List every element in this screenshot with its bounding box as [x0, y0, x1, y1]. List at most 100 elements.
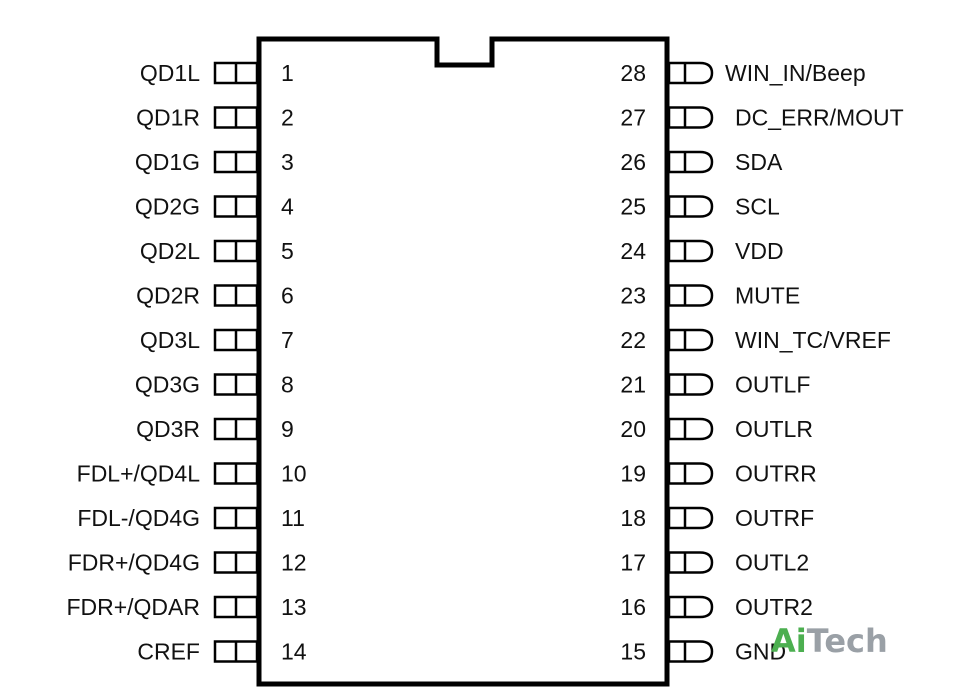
- pin-number: 5: [281, 238, 294, 264]
- pin-17: 17 OUTL2: [620, 550, 809, 576]
- pin-lead: [667, 239, 714, 263]
- pin-name: QD3R: [136, 416, 200, 442]
- ic-package: [256, 36, 670, 687]
- pin-6: 6 QD2R: [136, 283, 294, 309]
- pin-number: 7: [281, 327, 294, 353]
- pin-14: 14 CREF: [137, 639, 306, 665]
- pin-lead: [667, 328, 714, 352]
- pin-number: 12: [281, 550, 307, 576]
- pin-name: OUTLR: [735, 416, 813, 442]
- watermark-brand-ai: Ai: [771, 622, 807, 660]
- pin-number: 28: [620, 60, 646, 86]
- pin-15: 15 GND: [620, 639, 786, 665]
- pin-name: QD1L: [140, 60, 200, 86]
- pin-number: 9: [281, 416, 294, 442]
- pin-name: QD2L: [140, 238, 200, 264]
- pin-number: 4: [281, 194, 294, 220]
- pin-number: 21: [620, 372, 646, 398]
- pin-11: 11 FDL-/QD4G: [77, 505, 305, 531]
- pin-2: 2 QD1R: [136, 105, 294, 131]
- pin-lead: [667, 506, 714, 530]
- pin-9: 9 QD3R: [136, 416, 294, 442]
- pin-lead: [667, 462, 714, 485]
- pin-4: 4 QD2G: [135, 194, 294, 220]
- pin-number: 20: [620, 416, 646, 442]
- pin-name: MUTE: [735, 283, 800, 309]
- pin-name: FDR+/QDAR: [66, 594, 200, 620]
- svg-text:AiTech: AiTech: [771, 622, 888, 660]
- pin-number: 23: [620, 283, 646, 309]
- pin-1: 1 QD1L: [140, 60, 294, 86]
- pin-number: 1: [281, 60, 294, 86]
- pin-name: DC_ERR/MOUT: [735, 105, 904, 131]
- pin-3: 3 QD1G: [135, 149, 294, 175]
- ic-body-outline: [256, 36, 670, 687]
- pin-name: VDD: [735, 238, 784, 264]
- pin-number: 16: [620, 594, 646, 620]
- pin-name: FDL+/QD4L: [77, 461, 201, 487]
- pin-8: 8 QD3G: [135, 372, 294, 398]
- pin-7: 7 QD3L: [140, 327, 294, 353]
- pin-26: 26 SDA: [620, 149, 783, 175]
- pin-number: 19: [620, 461, 646, 487]
- pin-name: FDR+/QD4G: [68, 550, 200, 576]
- pin-name: WIN_IN/Beep: [725, 60, 866, 86]
- pin-number: 3: [281, 149, 294, 175]
- pin-lead: [667, 195, 714, 218]
- pin-20: 20 OUTLR: [620, 416, 813, 442]
- pin-name: CREF: [137, 639, 200, 665]
- pin-10: 10 FDL+/QD4L: [77, 461, 307, 487]
- pin-name: FDL-/QD4G: [77, 505, 200, 531]
- pin-5: 5 QD2L: [140, 238, 294, 264]
- pin-lead: [667, 284, 714, 307]
- pin-name: GND: [735, 639, 786, 665]
- pin-number: 6: [281, 283, 294, 309]
- pin-lead: [667, 640, 714, 663]
- pin-name: OUTL2: [735, 550, 809, 576]
- pin-25: 25 SCL: [620, 194, 780, 220]
- pin-name: QD1G: [135, 149, 200, 175]
- pin-lead: [667, 551, 714, 574]
- pin-name: QD3L: [140, 327, 200, 353]
- pin-number: 8: [281, 372, 294, 398]
- pin-28: 28 WIN_IN/Beep: [620, 60, 865, 86]
- pin-number: 25: [620, 194, 646, 220]
- pin-name: QD3G: [135, 372, 200, 398]
- watermark-logo: AiTech: [771, 622, 888, 660]
- pin-number: 11: [281, 505, 305, 531]
- pin-23: 23 MUTE: [620, 283, 800, 309]
- pin-27: 27 DC_ERR/MOUT: [620, 105, 903, 131]
- pin-number: 27: [620, 105, 646, 131]
- pin-number: 26: [620, 149, 646, 175]
- pin-number: 24: [620, 238, 646, 264]
- pin-number: 22: [620, 327, 646, 353]
- pin-name: SDA: [735, 149, 783, 175]
- pin-lead: [667, 595, 714, 619]
- pin-12: 12 FDR+/QD4G: [68, 550, 307, 576]
- pin-name: QD2G: [135, 194, 200, 220]
- pins-layer: 1 QD1L 2 QD1R 3 QD1G 4 QD2G 5 QD2L 6 QD2R 7 QD3L 8 QD3G…: [66, 60, 903, 665]
- pin-name: QD2R: [136, 283, 200, 309]
- pin-number: 17: [620, 550, 646, 576]
- pin-name: OUTRF: [735, 505, 814, 531]
- pin-name: OUTRR: [735, 461, 817, 487]
- pin-19: 19 OUTRR: [620, 461, 816, 487]
- pin-21: 21 OUTLF: [620, 372, 810, 398]
- pin-lead: [667, 61, 714, 85]
- pin-name: SCL: [735, 194, 780, 220]
- pin-number: 14: [281, 639, 307, 665]
- watermark-brand-tech: Tech: [807, 622, 888, 660]
- pin-number: 15: [620, 639, 646, 665]
- pin-number: 10: [281, 461, 307, 487]
- pin-name: QD1R: [136, 105, 200, 131]
- pin-name: OUTLF: [735, 372, 810, 398]
- pin-number: 2: [281, 105, 294, 131]
- pin-number: 18: [620, 505, 646, 531]
- pin-18: 18 OUTRF: [620, 505, 814, 531]
- pin-lead: [667, 150, 714, 174]
- pin-lead: [667, 417, 714, 441]
